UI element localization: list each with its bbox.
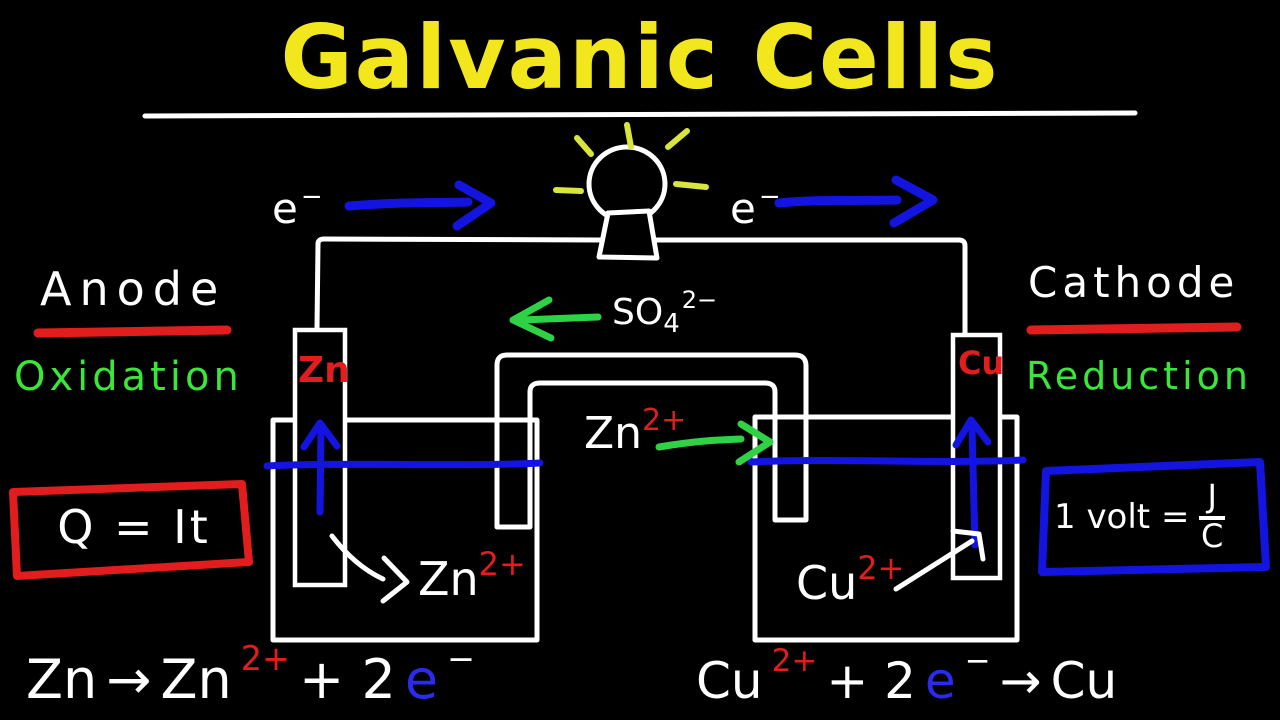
eq-superscript: 2+: [771, 643, 818, 680]
salt-bridge: [494, 352, 809, 530]
light-bulb-icon: [553, 122, 709, 261]
reduction-half-reaction: Cu 2+ + 2 e − → Cu: [696, 643, 1118, 710]
ion-symbol: Cu: [796, 556, 858, 610]
charge-formula-box: [9, 480, 253, 580]
ion-charge: 2+: [857, 549, 905, 587]
eq-superscript: −: [964, 643, 991, 680]
electron-flow-arrow-left: [344, 180, 496, 231]
oxidation-label: Oxidation: [14, 354, 243, 400]
volt-formula-text: 1 volt = J C: [1054, 479, 1254, 555]
oxidation-half-reaction: Zn → Zn 2+ + 2 e −: [26, 639, 475, 711]
volt-denominator: C: [1200, 516, 1224, 555]
bulb-rays-icon: [553, 122, 709, 194]
charge-formula-text: Q = It: [57, 500, 211, 554]
sulfate-arrow-icon: [509, 296, 602, 342]
volt-formula-box: [1038, 458, 1270, 576]
eq-part: + 2: [299, 648, 396, 711]
title-underline: [142, 110, 1138, 119]
eq-part: Zn: [26, 648, 98, 711]
ion-symbol: Zn: [584, 408, 643, 459]
water-line-right: [747, 456, 1027, 466]
volt-fraction: J C: [1199, 479, 1225, 555]
page-title: Galvanic Cells: [280, 6, 1000, 109]
sulfate-base: SO: [612, 292, 664, 333]
electron-charge: −: [300, 182, 323, 212]
circuit-wire: [314, 236, 968, 337]
arrow-right-icon: →: [999, 652, 1042, 710]
zinc-electrode-label: Zn: [298, 350, 350, 391]
bulb-socket: [596, 208, 660, 261]
ion-charge: 2+: [478, 545, 526, 583]
electrode-up-arrow-right: [952, 416, 992, 549]
sulfate-subscript: 4: [663, 309, 680, 340]
electron-symbol: e: [272, 184, 298, 233]
ion-charge: 2+: [642, 403, 687, 438]
electron-flow-arrow-right: [774, 175, 938, 228]
sulfate-ion-label: SO42−: [612, 286, 717, 340]
electron-charge: −: [758, 182, 781, 212]
volt-numerator: J: [1199, 479, 1225, 520]
sulfate-charge: 2−: [681, 286, 718, 314]
zinc-ion-beaker-label: Zn2+: [418, 545, 526, 606]
electron-label-left: e−: [272, 182, 323, 233]
electrode-up-arrow-left: [300, 419, 341, 516]
anode-underline: [33, 325, 232, 338]
ion-symbol: Zn: [418, 552, 479, 606]
eq-part: Cu: [696, 652, 763, 710]
beaker-left: [270, 417, 540, 643]
electron-symbol: e: [730, 184, 756, 233]
copper-deposit-arrow-icon: [893, 528, 986, 592]
eq-superscript: −: [447, 638, 476, 678]
zinc-dissolve-arrow-icon: [329, 533, 410, 604]
volt-prefix: 1 volt =: [1054, 496, 1190, 537]
eq-part: Cu: [1050, 652, 1118, 710]
copper-electrode-label: Cu: [958, 344, 1005, 382]
eq-superscript: 2+: [240, 638, 291, 678]
water-line-left: [263, 459, 544, 470]
copper-ion-beaker-label: Cu2+: [796, 549, 904, 610]
reduction-label: Reduction: [1026, 354, 1252, 398]
eq-part: Zn: [160, 648, 232, 711]
cathode-underline: [1026, 322, 1242, 335]
eq-part: + 2: [826, 652, 916, 710]
beaker-right: [752, 414, 1020, 643]
cathode-label: Cathode: [1028, 258, 1240, 307]
zinc-ion-bridge-label: Zn2+: [584, 403, 686, 459]
electron-label-right: e−: [730, 182, 781, 233]
arrow-right-icon: →: [106, 648, 152, 711]
eq-part: e: [924, 652, 956, 710]
eq-part: e: [404, 648, 439, 711]
anode-label: Anode: [40, 262, 227, 316]
zinc-ion-arrow-icon: [655, 420, 774, 466]
